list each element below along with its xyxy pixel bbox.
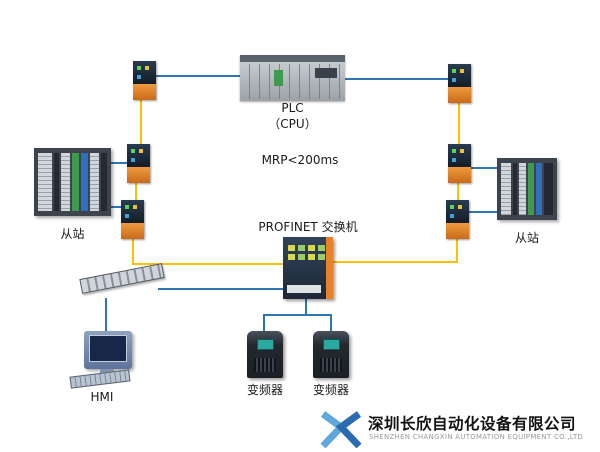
- ring-left-3: [132, 238, 285, 265]
- drive1-label: 变频器: [246, 383, 283, 397]
- media-converter-right-bottom: [446, 200, 469, 239]
- company-logo-icon: [320, 411, 362, 449]
- slave-right-label: 从站: [514, 231, 539, 245]
- ring-right-3: [333, 238, 458, 263]
- drive-device-2: [313, 331, 349, 378]
- hmi-label: HMI: [90, 390, 114, 404]
- media-converter-left-mid: [127, 144, 150, 183]
- plc-module-led: [274, 70, 283, 86]
- media-converter-right-mid: [448, 144, 471, 183]
- media-converter-left-top: [133, 61, 156, 100]
- company-name-en: SHENZHEN CHANGXIN AUTOMATION EQUIPMENT C…: [369, 433, 584, 441]
- plc-label: PLC: [281, 101, 304, 115]
- switch-ports: [288, 245, 325, 260]
- media-converter-right-top: [448, 64, 471, 103]
- cpu-label: （CPU）: [268, 117, 317, 131]
- drive-device-1: [247, 331, 283, 378]
- media-converter-left-bottom: [121, 200, 144, 239]
- hmi-monitor: [84, 331, 132, 369]
- switch-label: PROFINET 交换机: [258, 220, 358, 234]
- company-name-cn: 深圳长欣自动化设备有限公司: [368, 415, 577, 433]
- slave-left-label: 从站: [60, 227, 85, 241]
- plc-vent-slot: [315, 68, 337, 78]
- slave-rack-right: [497, 158, 557, 220]
- slave-rack-left: [34, 148, 111, 216]
- profinet-switch-device: [283, 237, 333, 299]
- drive2-label: 变频器: [312, 383, 349, 397]
- switch-label-strip: [287, 285, 321, 293]
- mrp-label: MRP<200ms: [261, 153, 339, 167]
- plc-device: [240, 55, 345, 101]
